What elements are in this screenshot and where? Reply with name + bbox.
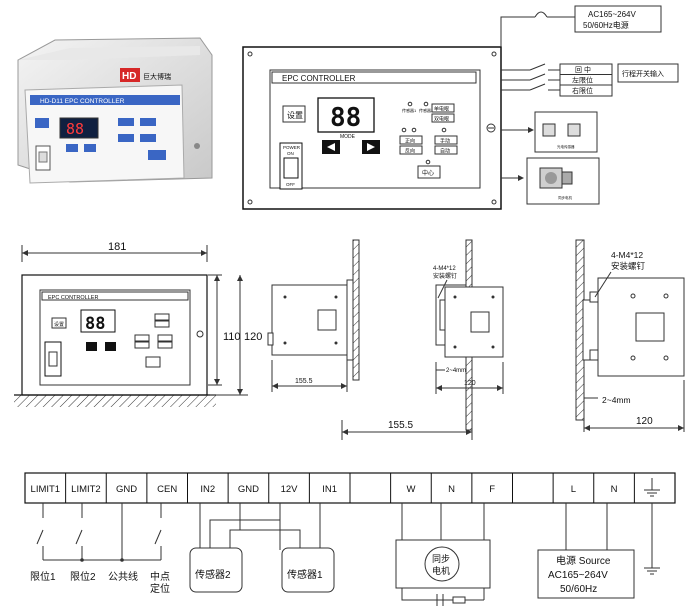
single-sensor-button[interactable] [431, 103, 455, 113]
svg-text:定位: 定位 [150, 582, 170, 595]
svg-text:右限位: 右限位 [572, 86, 593, 95]
svg-text:120: 120 [636, 416, 653, 427]
terminal-label: IN2 [200, 484, 215, 495]
terminal-cells: LIMIT1 LIMIT2 GND CEN IN2 GND 12V IN1 W N F L N [31, 473, 635, 503]
limit2-label: 限位2 [70, 570, 96, 583]
svg-text:双电眼: 双电眼 [434, 116, 449, 123]
terminal-label: CEN [157, 484, 177, 495]
limit-switch-inputs: 回 中 左限位 右限位 行程开关输入 [501, 63, 679, 97]
terminal-label: LIMIT1 [31, 484, 61, 495]
motor-connection: 同步电机 [501, 157, 600, 205]
sensor-connection: 光电传感器 [501, 111, 598, 153]
front-panel: EPC CONTROLLER 设置 88 MODE POWER ON OFF 传… [242, 46, 502, 210]
side-view-2: 4-M4*12 安装螺钉 2~4mm 120 [433, 239, 504, 431]
power-switch[interactable] [283, 157, 299, 179]
common-label: 公共线 [108, 570, 138, 583]
photo-panel-title: HD-D11 EPC CONTROLLER [40, 98, 125, 105]
sensor-icon [542, 123, 556, 137]
svg-text:安装螺钉: 安装螺钉 [611, 261, 646, 271]
svg-text:ON: ON [287, 151, 294, 156]
brand-text: 巨大博瑞 [143, 72, 171, 81]
terminal-label: IN1 [322, 484, 337, 495]
limit1-label: 限位1 [30, 570, 56, 583]
svg-text:传感器2: 传感器2 [419, 107, 434, 113]
front-dimension-view: 181 EPC CONTROLLER 设置 88 110 120 [14, 241, 262, 407]
display-digits: 88 [330, 103, 361, 133]
photo-display: 88 [66, 120, 84, 138]
reverse-button[interactable] [399, 145, 423, 155]
terminal-label: F [489, 484, 495, 495]
power-label: POWER [283, 145, 301, 150]
power-source-connection: AC165~264V 50/60Hz电源 [500, 5, 662, 47]
svg-text:同步电机: 同步电机 [558, 195, 572, 200]
sensor2-box: 传感器2 [195, 568, 231, 581]
svg-text:中心: 中心 [422, 169, 434, 177]
terminal-label: 12V [281, 484, 299, 495]
svg-text:传感器1: 传感器1 [402, 107, 417, 113]
brand-logo: HD 巨大博瑞 [120, 68, 171, 82]
terminal-label: N [448, 484, 455, 495]
depth-dimension-bottom: 155.5 [341, 420, 473, 440]
manual-button[interactable] [434, 135, 458, 145]
svg-text:安装螺钉: 安装螺钉 [433, 272, 457, 280]
sensor1-box: 传感器1 [287, 568, 323, 581]
svg-text:反向: 反向 [405, 148, 415, 155]
motor-label-1: 同步 [432, 554, 450, 564]
svg-text:4-M4*12: 4-M4*12 [433, 266, 456, 272]
side-view-large: 4-M4*12 安装螺钉 2~4mm 120 [575, 239, 685, 432]
svg-text:EPC CONTROLLER: EPC CONTROLLER [48, 295, 98, 301]
earth-ground-icon [644, 478, 660, 575]
svg-text:光电传感器: 光电传感器 [557, 144, 575, 149]
svg-text:2~4mm: 2~4mm [446, 368, 466, 374]
svg-text:手动: 手动 [440, 138, 450, 145]
svg-text:120: 120 [464, 380, 476, 387]
width-dimension: 181 [108, 241, 126, 253]
terminal-label: LIMIT2 [71, 484, 101, 495]
svg-text:设置: 设置 [287, 110, 303, 120]
terminal-label: GND [116, 484, 137, 495]
svg-text:88: 88 [85, 314, 105, 334]
svg-text:正向: 正向 [405, 138, 415, 145]
setup-button[interactable] [282, 105, 306, 123]
side-view-1: 155.5 [267, 239, 360, 392]
outer-height-dimension: 120 [244, 331, 262, 343]
svg-text:50/60Hz电源: 50/60Hz电源 [583, 20, 629, 30]
mode-label: MODE [340, 134, 356, 140]
power-box-line1: 电源 Source [556, 554, 611, 567]
right-arrow-icon [367, 143, 375, 151]
svg-text:4-M4*12: 4-M4*12 [611, 250, 643, 260]
svg-text:自动: 自动 [440, 148, 450, 155]
left-arrow-icon [327, 143, 335, 151]
svg-text:设置: 设置 [54, 321, 64, 328]
terminal-label: N [611, 484, 618, 495]
dual-sensor-button[interactable] [431, 113, 455, 123]
panel-title: EPC CONTROLLER [282, 74, 356, 83]
limit-input-label: 行程开关输入 [622, 69, 664, 78]
svg-text:AC165~264V: AC165~264V [548, 570, 608, 581]
photo-setup-key [35, 118, 49, 128]
svg-text:单电眼: 单电眼 [434, 106, 449, 113]
auto-button[interactable] [434, 145, 458, 155]
svg-text:HD: HD [122, 71, 136, 82]
inner-height-dimension: 110 [223, 331, 241, 343]
svg-text:AC165~264V: AC165~264V [588, 10, 636, 19]
product-photo: HD-D11 EPC CONTROLLER 88 HD 巨大博瑞 [17, 37, 213, 184]
motor-symbol [424, 546, 460, 582]
terminal-label: GND [238, 484, 259, 495]
terminal-label: L [571, 484, 576, 495]
center-locate-label: 中点 [150, 570, 170, 583]
svg-text:左限位: 左限位 [572, 76, 593, 85]
svg-text:2~4mm: 2~4mm [602, 395, 631, 405]
svg-text:OFF: OFF [286, 182, 295, 187]
center-button[interactable] [417, 165, 441, 179]
terminal-label: W [406, 484, 415, 495]
svg-text:155.5: 155.5 [295, 378, 313, 385]
forward-button[interactable] [399, 135, 423, 145]
svg-text:电机: 电机 [432, 565, 450, 576]
svg-text:155.5: 155.5 [388, 420, 413, 431]
svg-text:回 中: 回 中 [575, 65, 591, 74]
svg-text:50/60Hz: 50/60Hz [560, 584, 597, 595]
